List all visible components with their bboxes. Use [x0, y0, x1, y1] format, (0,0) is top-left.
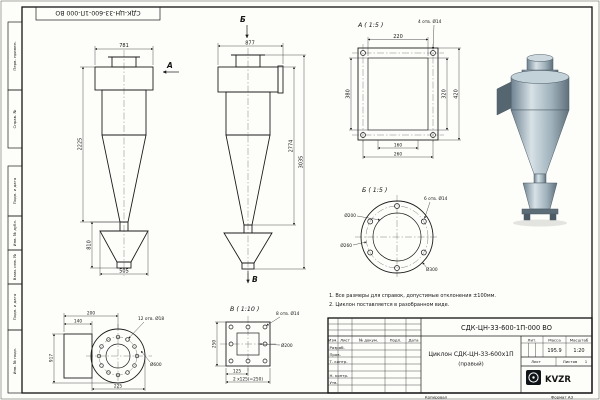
detail-b-holes-note: 6 отв. Ø14	[424, 195, 448, 202]
detail-b-d3: Ø300	[426, 266, 438, 273]
view-scroll: 200 140 12 отв. Ø18 917 225 Ø600	[49, 310, 164, 391]
scroll-w1: 200	[87, 310, 95, 316]
sheet-label: Лист	[531, 359, 542, 364]
detail-v-title: В ( 1:10 )	[230, 306, 259, 313]
izm-header: Изм.	[328, 337, 337, 342]
view-3d	[496, 54, 570, 227]
detail-a-title: А ( 1:5 )	[357, 22, 383, 29]
stamp-name-line2: (правый)	[458, 361, 483, 368]
section-b-label: Б	[240, 15, 246, 24]
mass-value: 195.9	[547, 348, 561, 354]
logo-text: KVZR	[545, 375, 571, 385]
detail-a-b1: 160	[394, 143, 402, 149]
detail-v-b1: 125	[233, 369, 241, 375]
note-2: 2. Циклон поставляется в разобранном вид…	[329, 302, 450, 308]
stamp-name-line1: Циклон СДК-ЦН-33-600х1П	[428, 351, 513, 358]
scroll-w2: 140	[74, 318, 82, 324]
detail-v-holes-note: 8 отв. Ø14	[276, 310, 300, 317]
detail-b-d1: Ø200	[344, 212, 356, 219]
sheets-label: Листов	[563, 359, 578, 364]
notes: 1. Все размеры для справок, допустимые о…	[329, 293, 496, 308]
kopiroval-label: Копировал	[425, 395, 448, 400]
view-front: 781 2225 810 505 А	[78, 43, 179, 276]
data-header: Дата	[408, 337, 419, 342]
tkontr-label: Т. контр.	[329, 359, 348, 364]
footer-labels: Копировал Формат А3	[425, 395, 574, 400]
format-label: Формат А3	[551, 395, 574, 400]
scroll-h: 917	[49, 354, 55, 362]
detail-b-d2: Ø260	[340, 242, 352, 249]
scroll-d: Ø600	[150, 361, 162, 368]
side-width-dim: 877	[245, 40, 255, 46]
section-a-label: А	[166, 61, 173, 70]
title-block: СДК-ЦН-33-600-1П-000 ВО Циклон СДК-ЦН-33…	[327, 317, 593, 394]
razrab-label: Разраб.	[330, 345, 345, 350]
top-doc-number-box: СДК-ЦН-33-600-1П-000 ВО	[35, 6, 161, 21]
scale-value: 1:20	[573, 348, 584, 354]
scroll-holes-note: 12 отв. Ø18	[138, 315, 164, 322]
front-height-dim: 2225	[78, 138, 84, 151]
margin-label: Инв. № подл.	[12, 348, 17, 375]
margin-label: Инв. № дубл.	[12, 220, 17, 247]
side-h1-dim: 2774	[289, 140, 295, 153]
detail-v-d: Ø200	[281, 342, 293, 349]
detail-a-hl: 380	[346, 89, 352, 99]
detail-a-holes-note: 4 отв. Ø14	[418, 18, 442, 25]
utv-label: Утв.	[330, 380, 338, 385]
detail-a-hr2: 420	[454, 89, 460, 99]
detail-a-hr1: 320	[442, 89, 448, 99]
margin-label: Подп. и дата	[12, 177, 17, 204]
top-doc-number: СДК-ЦН-33-600-1П-000 ВО	[55, 9, 140, 16]
podp-header: Подп.	[390, 337, 402, 342]
sheets-value: 1	[585, 359, 588, 364]
detail-v-left: 250	[212, 340, 218, 348]
stamp-doc-number: СДК-ЦН-33-600-1П-000 ВО	[461, 324, 552, 332]
margin-label: Справ. №	[12, 110, 17, 129]
detail-a-w: 220	[393, 34, 403, 40]
front-width-dim: 781	[119, 43, 129, 49]
margin-label: Подп. и дата	[12, 293, 17, 320]
list-header: Лист	[340, 337, 351, 342]
ndok-header: № докум.	[359, 337, 378, 342]
note-1: 1. Все размеры для справок, допустимые о…	[329, 293, 496, 299]
scale-header: Масштаб	[570, 337, 589, 342]
front-lower-dim: 810	[87, 240, 93, 250]
side-h2-dim: 3035	[299, 156, 305, 169]
company-logo: KVZR	[526, 370, 571, 385]
scroll-b: 225	[114, 383, 122, 389]
detail-v-b2: 2 х125(=250)	[233, 377, 263, 383]
lit-header: Лит.	[528, 337, 537, 342]
detail-a-b2: 260	[394, 152, 402, 158]
fan-icon	[528, 372, 539, 383]
detail-v: В ( 1:10 ) 8 отв. Ø14 Ø200 250 125 2 х12…	[212, 306, 300, 384]
section-v-label: В	[252, 275, 258, 284]
prov-label: Пров.	[330, 352, 341, 357]
margin-label: Взам. инв. №	[12, 254, 17, 280]
detail-a: А ( 1:5 ) 4 отв. Ø14 220 380 320 420 160…	[346, 18, 461, 159]
detail-b: Б ( 1:5 ) 6 отв. Ø14 Ø200 Ø260 Ø300	[340, 187, 448, 279]
mass-header: Масса	[548, 337, 561, 342]
detail-b-title: Б ( 1:5 )	[362, 187, 387, 194]
nkontr-label: Н. контр.	[330, 373, 349, 378]
margin-label: Перв. примен.	[12, 41, 17, 70]
left-margin-stamps: Перв. примен. Справ. № Подп. и дата Инв.…	[7, 21, 23, 394]
view-side: Б 877 2774 3035 В	[217, 15, 306, 284]
front-bottom-dim: 505	[119, 268, 129, 274]
